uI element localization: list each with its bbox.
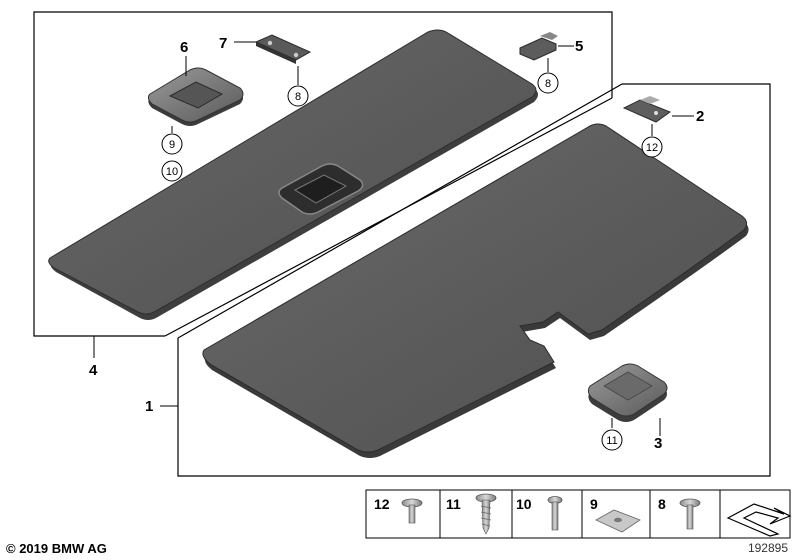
- circled-ref-12-label: 12: [646, 142, 658, 154]
- screw-8-icon: [679, 498, 701, 530]
- callout-3: 3: [654, 435, 662, 452]
- circled-ref-12: 12: [641, 136, 663, 158]
- assembly-direction-icon: [726, 503, 792, 537]
- lower-floor-panel: [202, 123, 749, 458]
- assembly-frame-lower: [177, 83, 771, 477]
- part-3-cover: [587, 363, 668, 422]
- circled-ref-11-label: 11: [606, 435, 617, 447]
- callout-4: 4: [89, 362, 98, 379]
- part-7-bracket: [254, 34, 312, 64]
- screw-10-icon: [547, 496, 563, 531]
- callout-2: 2: [696, 108, 704, 125]
- copyright-text: © 2019 BMW AG: [6, 541, 107, 556]
- circled-ref-8-right: 8: [537, 72, 559, 94]
- circled-ref-10: 10: [161, 160, 183, 182]
- hardware-label-10: 10: [516, 496, 532, 512]
- callout-6: 6: [180, 39, 188, 56]
- hardware-label-12: 12: [374, 496, 390, 512]
- hardware-label-11: 11: [446, 496, 461, 512]
- circled-ref-9-label: 9: [169, 139, 175, 151]
- clip-nut-9-icon: [595, 509, 641, 533]
- part-6-handle-cover: [147, 67, 244, 126]
- part-2-latch: [622, 96, 672, 123]
- leader-lines: [93, 41, 694, 436]
- callout-5: 5: [575, 38, 583, 55]
- frame-separator-2: [177, 83, 623, 339]
- callout-7: 7: [219, 35, 227, 52]
- circled-ref-9: 9: [161, 133, 183, 155]
- assembly-frame-upper: [33, 11, 613, 337]
- circled-ref-11: 11: [601, 429, 623, 451]
- hardware-label-8: 8: [658, 496, 666, 512]
- circled-ref-10-label: 10: [166, 166, 178, 178]
- circled-ref-8-upper-label: 8: [295, 91, 301, 103]
- circled-ref-8-upper: 8: [287, 85, 309, 107]
- screw-12-icon: [401, 498, 423, 524]
- hardware-strip: 12 11 10 9 8: [365, 489, 792, 539]
- part-5-latch: [519, 32, 558, 61]
- hardware-label-9: 9: [590, 496, 598, 512]
- upper-trim-panel: [48, 29, 539, 320]
- circled-ref-8-right-label: 8: [545, 78, 551, 90]
- callout-1: 1: [145, 398, 153, 415]
- tapping-screw-11-icon: [475, 493, 497, 535]
- document-number: 192895: [747, 541, 788, 555]
